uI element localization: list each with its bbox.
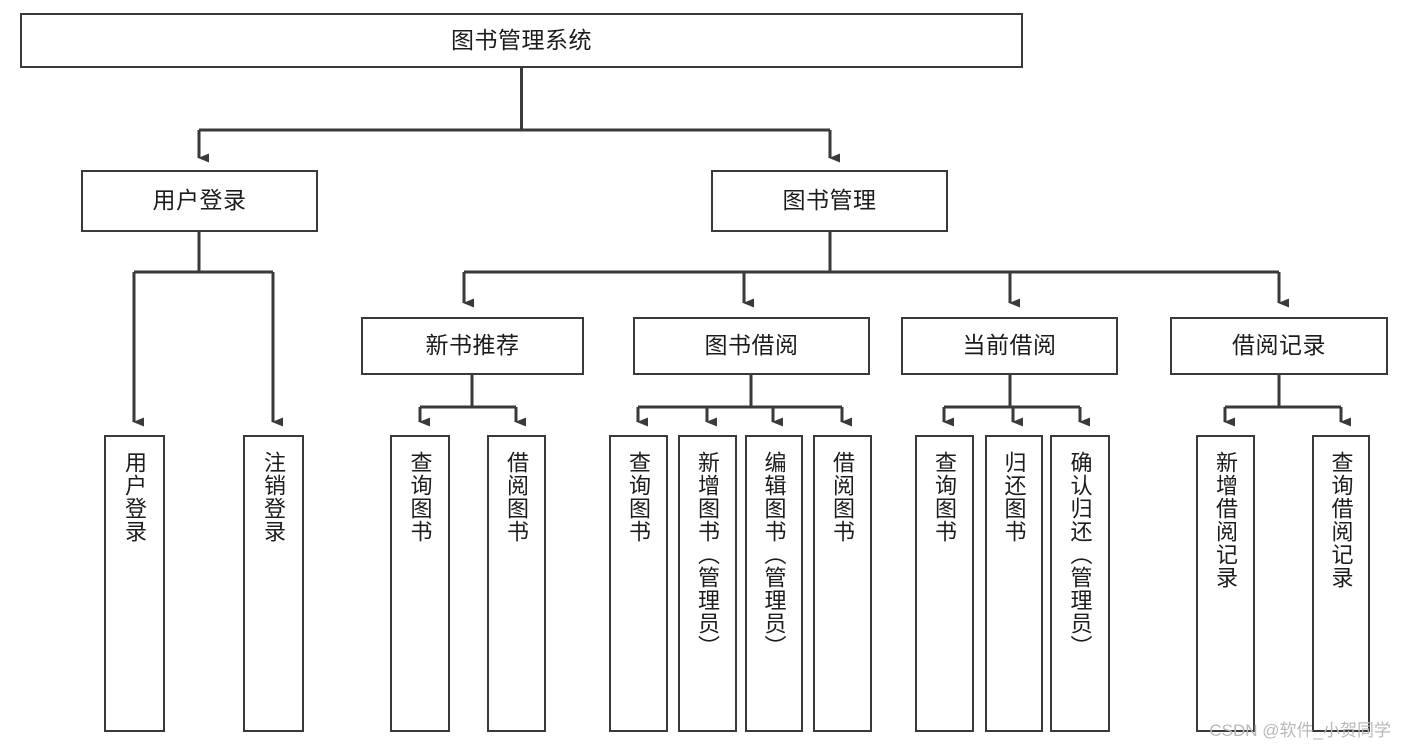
node-label: 借阅图书 (830, 451, 856, 543)
node-label: 编辑图书（管理员） (761, 451, 787, 658)
node-leaf-query-borrow-record[interactable]: 查询借阅记录 (1312, 435, 1370, 732)
node-leaf-query-book-borrow[interactable]: 查询图书 (609, 435, 668, 732)
node-leaf-confirm-return-admin[interactable]: 确认归还（管理员） (1050, 435, 1110, 732)
node-label: 查询图书 (407, 451, 433, 543)
node-leaf-query-book-recommend[interactable]: 查询图书 (390, 435, 450, 732)
node-leaf-add-borrow-record[interactable]: 新增借阅记录 (1196, 435, 1255, 732)
node-leaf-edit-book-admin[interactable]: 编辑图书（管理员） (745, 435, 803, 732)
node-label: 新增借阅记录 (1213, 451, 1239, 589)
node-leaf-borrow-book-recommend[interactable]: 借阅图书 (487, 435, 546, 732)
node-label: 用户登录 (152, 187, 247, 214)
node-current-borrow[interactable]: 当前借阅 (901, 317, 1118, 375)
node-label: 借阅图书 (504, 451, 530, 543)
node-book-management[interactable]: 图书管理 (711, 170, 948, 232)
node-leaf-add-book-admin[interactable]: 新增图书（管理员） (678, 435, 737, 732)
node-label: 注销登录 (261, 451, 287, 543)
node-label: 图书管理 (782, 187, 877, 214)
node-label: 查询图书 (626, 451, 652, 543)
node-label: 新增图书（管理员） (695, 451, 721, 658)
node-label: 归还图书 (1001, 451, 1027, 543)
node-root-book-management-system[interactable]: 图书管理系统 (20, 13, 1023, 68)
node-label: 借阅记录 (1232, 332, 1326, 359)
node-label: 新书推荐 (425, 332, 520, 359)
node-label: 图书借阅 (704, 332, 799, 359)
node-leaf-return-book[interactable]: 归还图书 (985, 435, 1043, 732)
node-leaf-user-login[interactable]: 用户登录 (104, 435, 165, 732)
node-label: 确认归还（管理员） (1067, 451, 1093, 658)
node-leaf-logout[interactable]: 注销登录 (243, 435, 304, 732)
node-new-book-recommend[interactable]: 新书推荐 (361, 317, 584, 375)
node-leaf-borrow-book[interactable]: 借阅图书 (813, 435, 872, 732)
node-label: 当前借阅 (962, 332, 1057, 359)
node-book-borrow[interactable]: 图书借阅 (633, 317, 870, 375)
node-label: 查询借阅记录 (1328, 451, 1354, 589)
node-label: 用户登录 (122, 451, 148, 543)
node-user-login[interactable]: 用户登录 (81, 170, 318, 232)
node-label: 查询图书 (932, 451, 958, 543)
node-borrow-record[interactable]: 借阅记录 (1170, 317, 1388, 375)
node-label: 图书管理系统 (451, 26, 592, 53)
node-leaf-query-book-current[interactable]: 查询图书 (915, 435, 974, 732)
